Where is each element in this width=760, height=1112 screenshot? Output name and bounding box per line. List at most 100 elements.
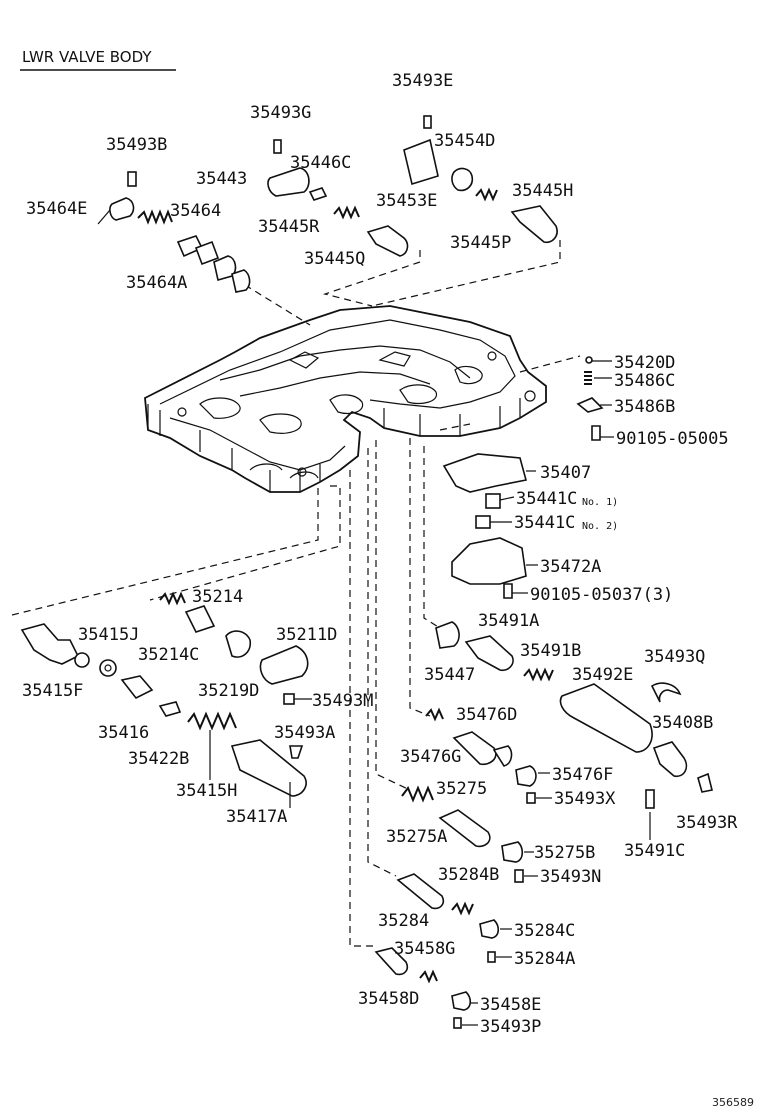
label-35284B: 35284B [438, 865, 499, 885]
spring-35275A [401, 785, 434, 803]
label-35214: 35214 [192, 587, 243, 607]
spring-35458G [419, 969, 438, 984]
valve-35417A [230, 739, 307, 797]
label-35422B: 35422B [128, 749, 189, 769]
valve-35275 [438, 809, 491, 848]
label-35486B: 35486B [614, 397, 675, 417]
label-35420D: 35420D [614, 353, 675, 373]
label-35493Q: 35493Q [644, 647, 705, 667]
valve-35445Q [366, 225, 409, 257]
sleeve-35492E [559, 683, 653, 753]
label-35491A: 35491A [478, 611, 539, 631]
valve-35415F [20, 623, 80, 665]
label-35492E: 35492E [572, 665, 633, 685]
plug-35447 [435, 621, 460, 649]
plug-35284C [479, 919, 500, 939]
label-35493R: 35493R [676, 813, 738, 833]
label-35417A: 35417A [226, 807, 287, 827]
valve-35458D [374, 947, 409, 976]
lower-valve-groups [374, 707, 537, 1029]
right-hardware-group [442, 356, 604, 599]
label-35441C-2: 35441C [514, 513, 575, 533]
label-35464A: 35464A [126, 273, 187, 293]
leader-lines [97, 209, 651, 1026]
label-35454D: 35454D [434, 131, 495, 151]
label-35445H: 35445H [512, 181, 573, 201]
label-35486C: 35486C [614, 371, 675, 391]
label-35491B: 35491B [520, 641, 581, 661]
bolt-90105-05005 [591, 425, 601, 441]
label-35446C: 35446C [290, 153, 351, 173]
valve-35476D [452, 731, 497, 766]
spring-35491B [523, 667, 554, 682]
pin-35416 [158, 701, 182, 717]
spring-35464 [137, 209, 173, 225]
valve-35416 [120, 675, 154, 700]
clip-35486B [576, 397, 604, 413]
label-35458E: 35458E [480, 995, 541, 1015]
clip-35493R [697, 772, 713, 793]
plug-35454D [451, 167, 474, 192]
pin-35493B [127, 171, 137, 187]
clip-35493Q [650, 682, 682, 703]
label-35464: 35464 [170, 201, 221, 221]
ball-35420D [585, 356, 593, 364]
label-35493P: 35493P [480, 1017, 541, 1037]
plate-35407 [442, 453, 527, 493]
label-no1: No. 1) [582, 497, 618, 508]
spring-35422B [187, 711, 237, 731]
spool-35476D-b [492, 745, 513, 767]
valve-35464A [176, 235, 251, 293]
spring-35445P [475, 187, 498, 202]
label-35275: 35275 [436, 779, 487, 799]
pin-35493E [423, 115, 432, 129]
label-35464E: 35464E [26, 199, 87, 219]
valve-35284 [396, 873, 445, 910]
label-90105-05037: 90105-05037(3) [530, 585, 673, 605]
pin-35493M [283, 693, 295, 705]
plug-35408B [652, 741, 688, 778]
label-35493G: 35493G [250, 103, 311, 123]
spring-35486C [584, 371, 592, 385]
label-35458D: 35458D [358, 989, 419, 1009]
label-35415H: 35415H [176, 781, 237, 801]
pin-35284A [487, 951, 496, 963]
label-35445R: 35445R [258, 217, 320, 237]
ring-35415J-outer [74, 652, 90, 668]
label-35491C: 35491C [624, 841, 685, 861]
right-middle-valve-group [435, 621, 713, 809]
pin-35493P [453, 1017, 462, 1029]
label-35415F: 35415F [22, 681, 83, 701]
plug-35275B [501, 841, 524, 863]
label-no2: No. 2) [582, 521, 618, 532]
label-35275B: 35275B [534, 843, 595, 863]
sleeve-35211D [259, 645, 309, 685]
valve-35445H [510, 205, 558, 244]
part-labels: 35493E 35493G 35454D 35493B 35446C 35443… [22, 71, 738, 1037]
bolt-90105-05037 [503, 583, 513, 599]
sleeve-35443 [267, 167, 310, 197]
spring-35445R [333, 205, 360, 220]
label-35275A: 35275A [386, 827, 447, 847]
label-35453E: 35453E [376, 191, 437, 211]
label-35493E: 35493E [392, 71, 453, 91]
plug-35219D [225, 630, 252, 658]
cover-35472A [451, 537, 527, 585]
label-35493M: 35493M [312, 691, 373, 711]
label-35493N: 35493N [540, 867, 601, 887]
label-35476F: 35476F [552, 765, 613, 785]
sleeve-35453E [403, 138, 439, 186]
label-35214C: 35214C [138, 645, 199, 665]
pin-35446C [308, 187, 328, 201]
label-35284: 35284 [378, 911, 429, 931]
label-35284C: 35284C [514, 921, 575, 941]
diagram-title: LWR VALVE BODY [22, 48, 152, 66]
label-35445P: 35445P [450, 233, 511, 253]
valve-35491A [464, 635, 514, 672]
label-35493A: 35493A [274, 723, 335, 743]
label-35407: 35407 [540, 463, 591, 483]
diagram-reference-number: 356589 [712, 1096, 754, 1109]
label-35493B: 35493B [106, 135, 167, 155]
label-35445Q: 35445Q [304, 249, 365, 269]
pin-35491C [645, 789, 655, 809]
